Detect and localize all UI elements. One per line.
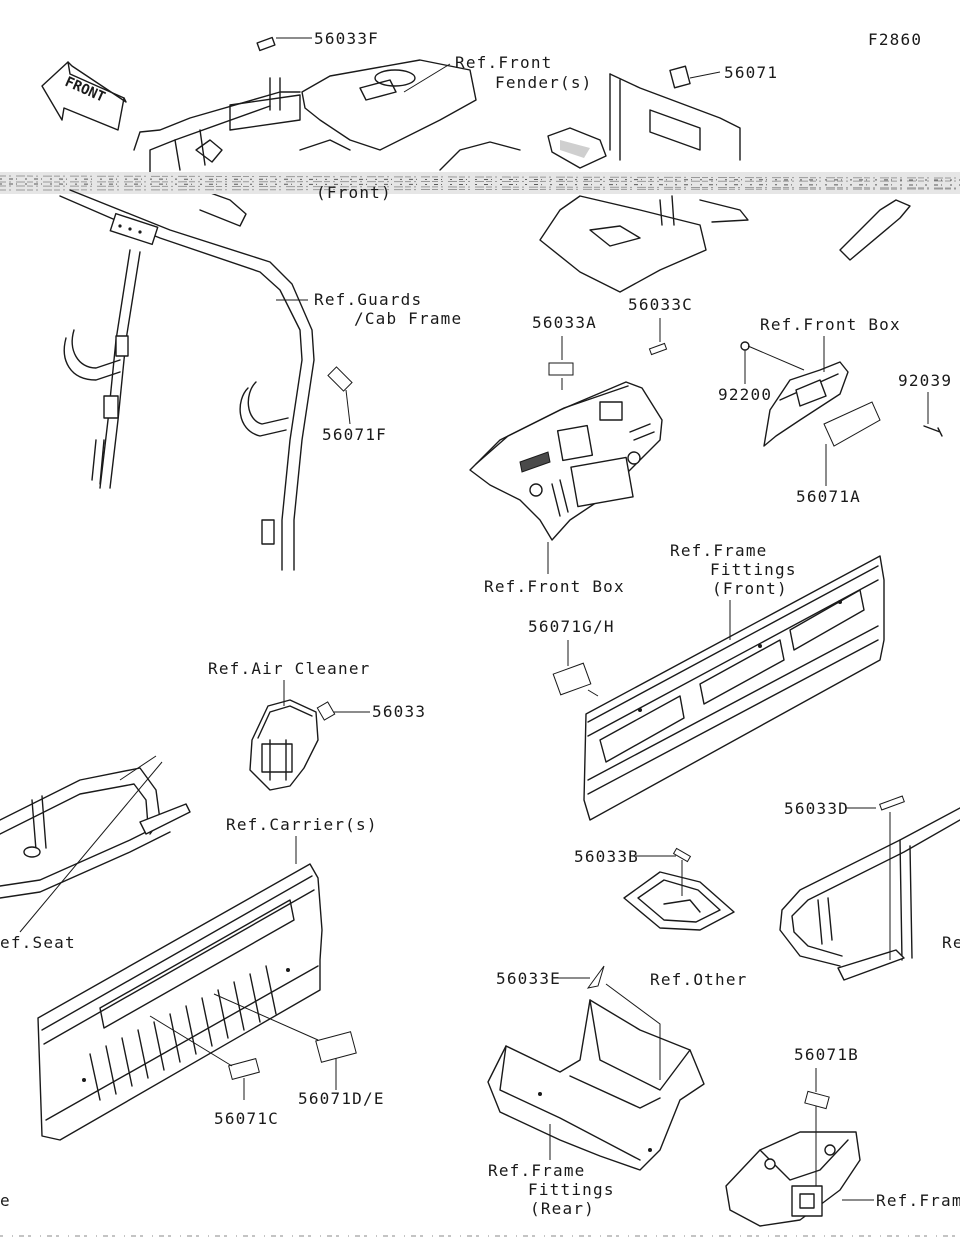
callout-labels: 56033F Ref.Front Fender(s) 56071 Ref.Gua… <box>0 29 960 1218</box>
label-partial-left-e: e <box>0 1191 11 1210</box>
left-carrier-frame <box>0 767 191 899</box>
label-56033D: 56033D <box>784 799 849 818</box>
label-ref-air-cleaner: Ref.Air Cleaner <box>208 659 371 678</box>
decal-56033E <box>586 965 605 989</box>
label-ref-guards-1: Ref.Guards <box>314 290 422 309</box>
air-cleaner <box>249 699 319 791</box>
label-92200: 92200 <box>718 385 772 404</box>
label-ref-frame-partial: Ref.Frame <box>876 1191 960 1210</box>
label-56071A: 56071A <box>796 487 861 506</box>
label-56033A: 56033A <box>532 313 597 332</box>
decal-56033 <box>316 701 336 721</box>
scan-noise-band <box>0 172 960 194</box>
label-ref-other: Ref.Other <box>650 970 748 989</box>
label-ref-frame-front-1: Ref.Frame <box>670 541 768 560</box>
label-56033C: 56033C <box>628 295 693 314</box>
front-box-lid <box>740 341 849 447</box>
label-56033B: 56033B <box>574 847 639 866</box>
decal-56071DE <box>315 1031 357 1063</box>
label-ref-front-fender-2: Fender(s) <box>495 73 593 92</box>
carrier-panel <box>37 863 323 1141</box>
frame-fittings-rear <box>487 999 705 1171</box>
label-ref-front-fender-1: Ref.Front <box>455 53 553 72</box>
decal-56033C <box>648 342 668 356</box>
front-section-assembly <box>539 65 911 293</box>
front-direction-arrow: FRONT <box>41 61 127 131</box>
label-ref-frame-rear-3: (Rear) <box>530 1199 595 1218</box>
label-56071B: 56071B <box>794 1045 859 1064</box>
label-ref-seat: ef.Seat <box>0 933 76 952</box>
cab-frame <box>59 189 315 571</box>
ref-front-partial-label: (Front) <box>316 183 392 202</box>
label-56071GH: 56071G/H <box>528 617 615 636</box>
frame-fittings-front-panel <box>583 555 885 821</box>
figure-id: F2860 <box>868 30 922 49</box>
label-ref-front-box-top: Ref.Front Box <box>760 315 901 334</box>
decal-56033A <box>548 362 574 376</box>
label-ref-partial-right: Re <box>942 933 960 952</box>
decal-56033B <box>672 847 692 863</box>
label-ref-frame-front-3: (Front) <box>712 579 788 598</box>
rear-hitch-bracket <box>725 1131 861 1227</box>
bolt-92039 <box>923 425 943 437</box>
label-ref-guards-2: /Cab Frame <box>354 309 462 328</box>
label-56033: 56033 <box>372 702 426 721</box>
decal-56033D <box>879 795 905 811</box>
label-ref-frame-rear-2: Fittings <box>528 1180 615 1199</box>
leader-lines <box>19 37 929 1201</box>
decal-56071A <box>823 401 881 447</box>
label-56071: 56071 <box>724 63 778 82</box>
decal-56071F <box>327 366 353 392</box>
dashboard-panel <box>469 381 663 541</box>
label-ref-frame-front-2: Fittings <box>710 560 797 579</box>
label-56033E: 56033E <box>496 969 561 988</box>
label-56071C: 56071C <box>214 1109 279 1128</box>
other-cover-plate <box>623 871 735 931</box>
decal-56071B <box>804 1090 830 1110</box>
decal-56071GH <box>552 662 592 696</box>
decal-56071C <box>228 1058 260 1080</box>
right-carrier-frame <box>779 807 960 981</box>
label-ref-front-box-bottom: Ref.Front Box <box>484 577 625 596</box>
label-92039: 92039 <box>898 371 952 390</box>
front-fender-assembly <box>133 36 521 227</box>
label-56071DE: 56071D/E <box>298 1089 385 1108</box>
label-ref-frame-rear-1: Ref.Frame <box>488 1161 586 1180</box>
label-56071F: 56071F <box>322 425 387 444</box>
label-56033F: 56033F <box>314 29 379 48</box>
label-ref-carriers: Ref.Carrier(s) <box>226 815 378 834</box>
